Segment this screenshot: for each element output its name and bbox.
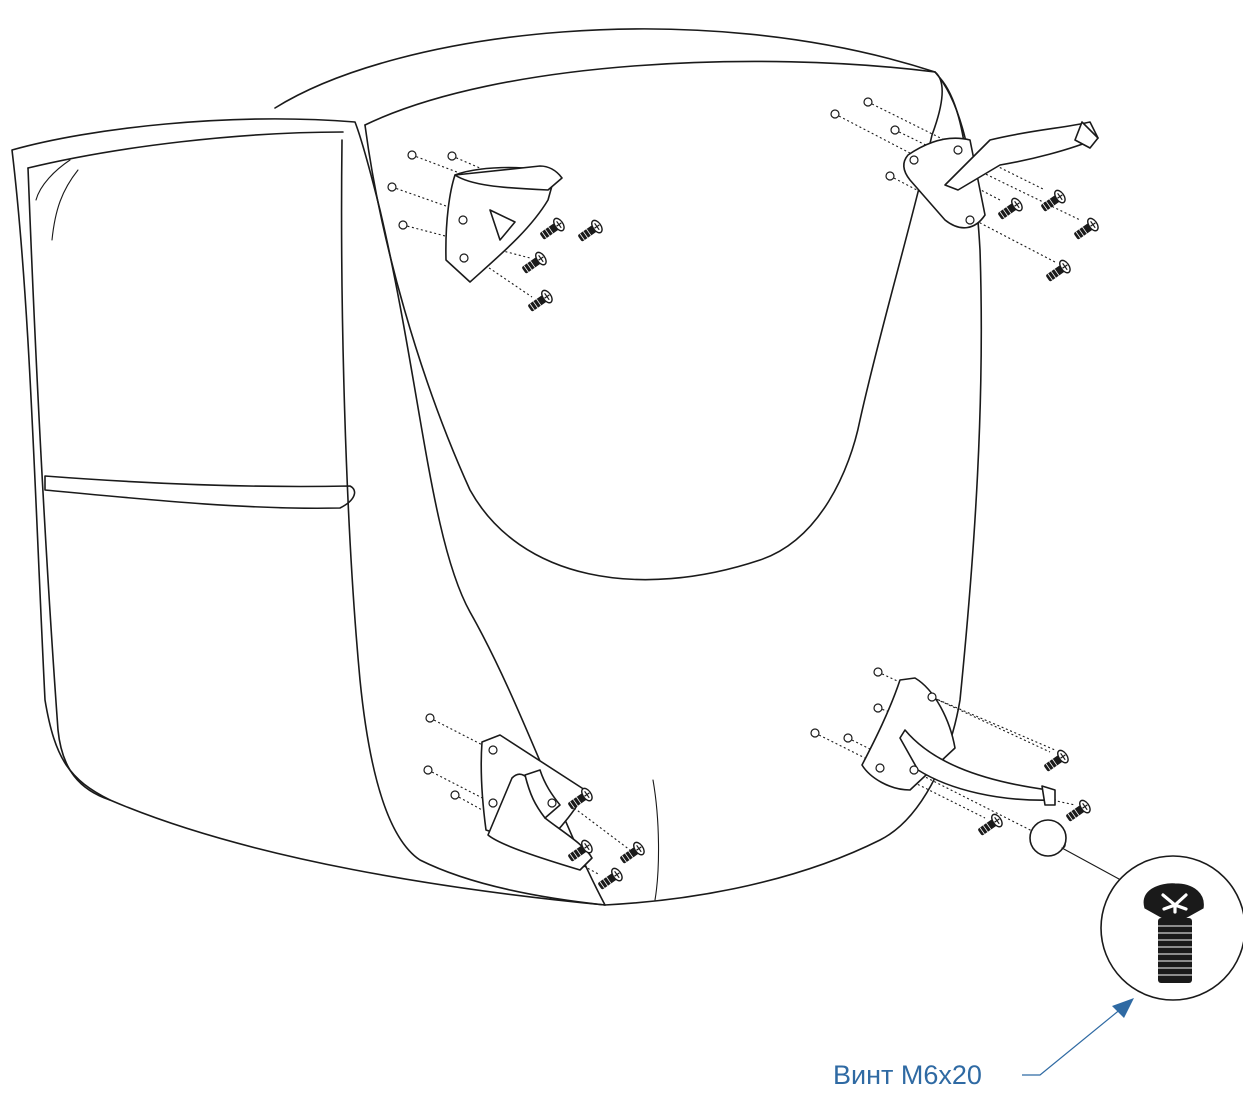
screw-icon <box>1037 187 1068 216</box>
shell-underside <box>364 71 943 581</box>
side-strap <box>44 475 356 510</box>
screw-icon <box>994 195 1025 224</box>
leg-bracket-top-right <box>830 97 1101 286</box>
screw-icon <box>974 811 1005 840</box>
phillips-screw-icon <box>1143 883 1204 983</box>
leg-bracket-bottom-right <box>810 667 1093 861</box>
leg-bracket-top-left <box>387 150 605 316</box>
screw-icon <box>1040 747 1071 776</box>
leg-bracket-bottom-left <box>423 713 647 894</box>
screw-icon <box>1042 257 1073 286</box>
screw-icon <box>574 217 605 246</box>
screw-icon <box>524 287 555 316</box>
screw-icon <box>518 249 549 278</box>
callout-arrowhead <box>1112 998 1134 1018</box>
screw-icon <box>1070 215 1101 244</box>
backrest-outline <box>11 118 606 906</box>
screw-detail-callout <box>1022 819 1243 1076</box>
callout-leader-line <box>1022 1007 1123 1076</box>
screw-icon <box>536 215 567 244</box>
screw-icon <box>1062 797 1093 826</box>
screw-icon <box>594 865 625 894</box>
screw-callout-label: Винт М6х20 <box>833 1060 982 1090</box>
